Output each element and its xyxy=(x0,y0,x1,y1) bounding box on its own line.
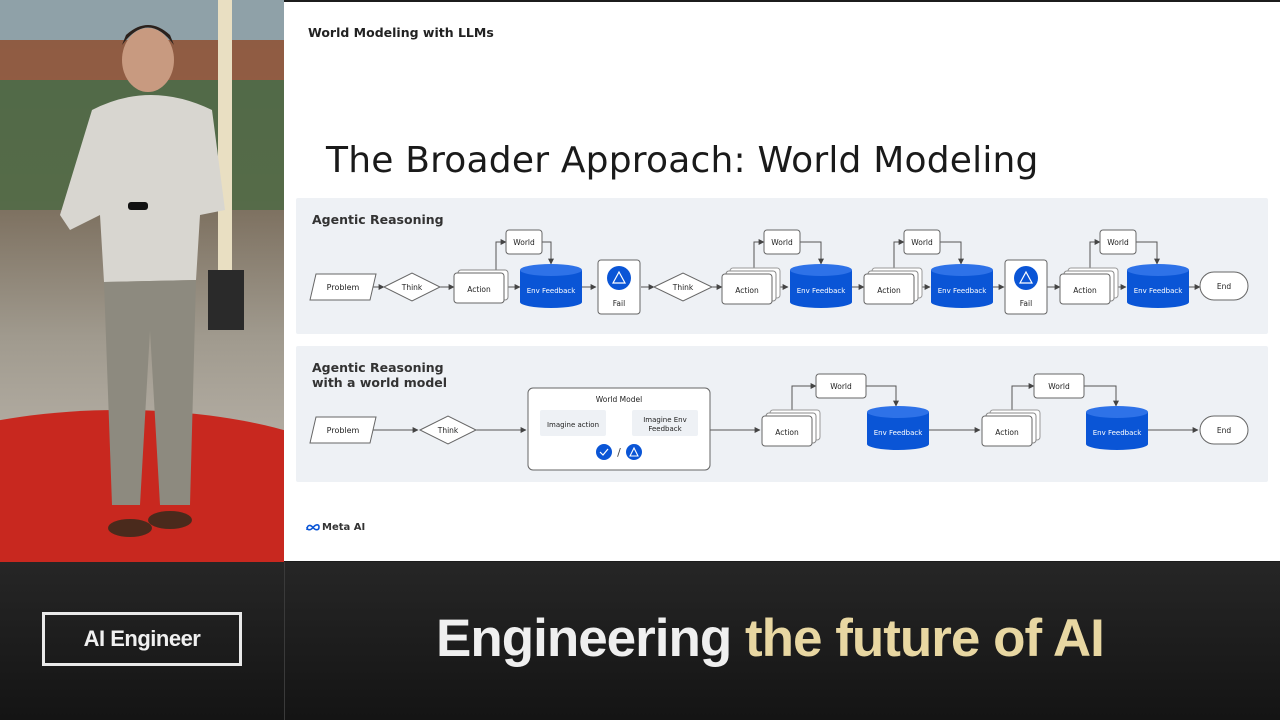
imagine-action-node xyxy=(540,410,606,436)
action-label: Action xyxy=(775,428,799,437)
warning-icon xyxy=(1018,270,1034,284)
end-label: End xyxy=(1217,282,1231,291)
env-feedback-label: Env Feedback xyxy=(527,287,577,295)
world-label: World xyxy=(513,238,535,247)
slash-separator: / xyxy=(617,446,621,459)
problem-node: Problem xyxy=(309,416,377,444)
world-label: World xyxy=(830,382,852,391)
banner-divider xyxy=(284,562,285,720)
env-feedback-label: Env Feedback xyxy=(938,287,988,295)
action-node: Action xyxy=(453,269,509,304)
fail-node: Fail xyxy=(597,259,641,315)
action-node: Action xyxy=(981,409,1041,447)
action-node: Action xyxy=(761,409,821,447)
slide-header: World Modeling with LLMs xyxy=(308,25,494,40)
conference-banner: AI Engineer Engineering the future of AI xyxy=(0,562,1280,720)
warning-icon xyxy=(611,270,627,284)
meta-ai-logo: Meta AI xyxy=(306,522,365,533)
action-label: Action xyxy=(995,428,1019,437)
panel-label-line2: with a world model xyxy=(312,375,448,390)
tagline-part1: Engineering xyxy=(436,609,732,668)
speaker-video-feed xyxy=(0,0,284,562)
env-feedback-node: Env Feedback xyxy=(1086,406,1148,450)
meta-ai-label: Meta AI xyxy=(322,522,366,533)
world-model-panel: Agentic Reasoning with a world model xyxy=(296,346,1268,482)
action-label: Action xyxy=(1073,286,1097,295)
world-label: World xyxy=(1048,382,1070,391)
agentic-reasoning-panel: Agentic Reasoning xyxy=(296,198,1268,334)
world-node: World xyxy=(505,229,543,255)
action-label: Action xyxy=(735,286,759,295)
env-feedback-label: Env Feedback xyxy=(1134,287,1184,295)
world-model-diagram: Problem Think World Model Imagine action… xyxy=(309,373,1249,471)
panel-label: Agentic Reasoning with a world model xyxy=(312,360,472,390)
fail-label: Fail xyxy=(613,299,625,308)
panel-label: Agentic Reasoning xyxy=(312,212,444,227)
end-node: End xyxy=(1199,271,1249,301)
world-node: World xyxy=(1099,229,1137,255)
imagine-action-label: Imagine action xyxy=(547,421,599,429)
action-node: Action xyxy=(721,267,781,305)
speaker-scene xyxy=(0,0,284,562)
env-feedback-label: Env Feedback xyxy=(874,429,924,437)
fail-label: Fail xyxy=(1020,299,1032,308)
action-node: Action xyxy=(863,267,923,305)
end-label: End xyxy=(1217,426,1231,435)
presentation-slide: World Modeling with LLMs The Broader App… xyxy=(284,2,1280,561)
imagine-env-label-line2: Feedback xyxy=(648,425,682,433)
action-label: Action xyxy=(877,286,901,295)
action-node: Action xyxy=(1059,267,1119,305)
env-feedback-label: Env Feedback xyxy=(1093,429,1143,437)
tagline-part2: the future of AI xyxy=(745,609,1105,668)
warning-icon xyxy=(626,444,642,460)
world-model-box: World Model Imagine action Imagine Env F… xyxy=(527,387,711,471)
fail-node: Fail xyxy=(1004,259,1048,315)
problem-node: Problem xyxy=(309,273,377,301)
think-node: Think xyxy=(418,415,478,445)
env-feedback-node: Env Feedback xyxy=(867,406,929,450)
think-label: Think xyxy=(437,426,459,435)
imagine-env-label-line1: Imagine Env xyxy=(643,416,687,424)
slide-title: The Broader Approach: World Modeling xyxy=(326,140,1039,181)
banner-tagline: Engineering the future of AI xyxy=(436,608,1105,669)
end-node: End xyxy=(1199,415,1249,445)
think-node: Think xyxy=(652,272,714,302)
panel-label-line1: Agentic Reasoning xyxy=(312,360,444,375)
world-node: World xyxy=(763,229,801,255)
ai-engineer-brand-logo: AI Engineer xyxy=(42,612,242,666)
env-feedback-node: Env Feedback xyxy=(790,264,852,308)
agentic-reasoning-diagram: Problem Think Action World xyxy=(309,229,1249,315)
world-model-label: World Model xyxy=(596,395,642,404)
think-node: Think xyxy=(382,272,442,302)
env-feedback-node: Env Feedback xyxy=(931,264,993,308)
env-feedback-node: Env Feedback xyxy=(1127,264,1189,308)
problem-label: Problem xyxy=(327,426,360,435)
action-label: Action xyxy=(467,285,491,294)
meta-infinity-icon xyxy=(306,524,320,531)
think-label: Think xyxy=(672,283,694,292)
env-feedback-label: Env Feedback xyxy=(797,287,847,295)
world-node: World xyxy=(1033,373,1085,399)
world-label: World xyxy=(911,238,933,247)
problem-label: Problem xyxy=(327,283,360,292)
world-label: World xyxy=(1107,238,1129,247)
world-label: World xyxy=(771,238,793,247)
think-label: Think xyxy=(401,283,423,292)
success-check-icon xyxy=(596,444,612,460)
env-feedback-node: Env Feedback xyxy=(520,264,582,308)
imagine-env-feedback-node xyxy=(632,410,698,436)
world-node: World xyxy=(903,229,941,255)
world-node: World xyxy=(815,373,867,399)
